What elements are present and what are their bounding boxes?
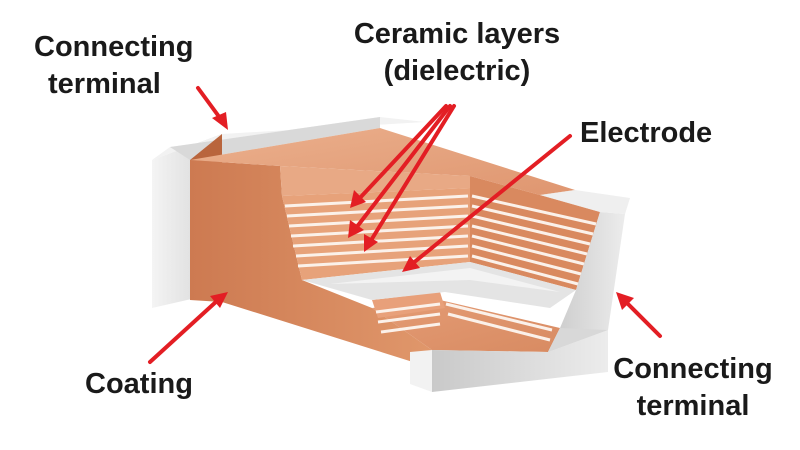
label-connecting-terminal-top: Connecting terminal <box>34 29 194 103</box>
annotation-arrows <box>148 86 662 364</box>
label-electrode-text: Electrode <box>580 117 713 149</box>
label-connecting-terminal-bottom: Connecting terminal <box>598 351 788 425</box>
label-ceramic-line1: Ceramic layers <box>353 18 561 50</box>
label-coating: Coating <box>85 366 193 403</box>
label-terminal-top-line1: Connecting <box>34 31 194 63</box>
label-terminal-bottom-line2: terminal <box>636 390 750 422</box>
label-ceramic-line2: (dielectric) <box>383 55 531 87</box>
label-terminal-bottom-line1: Connecting <box>613 353 773 385</box>
electrode-layers-step <box>375 302 553 342</box>
electrode-floor <box>302 262 576 308</box>
right-terminal <box>410 190 630 392</box>
label-ceramic-layers: Ceramic layers (dielectric) <box>342 16 572 90</box>
label-terminal-top-line2: terminal <box>48 68 161 100</box>
label-coating-text: Coating <box>85 368 193 400</box>
label-electrode: Electrode <box>580 115 712 152</box>
